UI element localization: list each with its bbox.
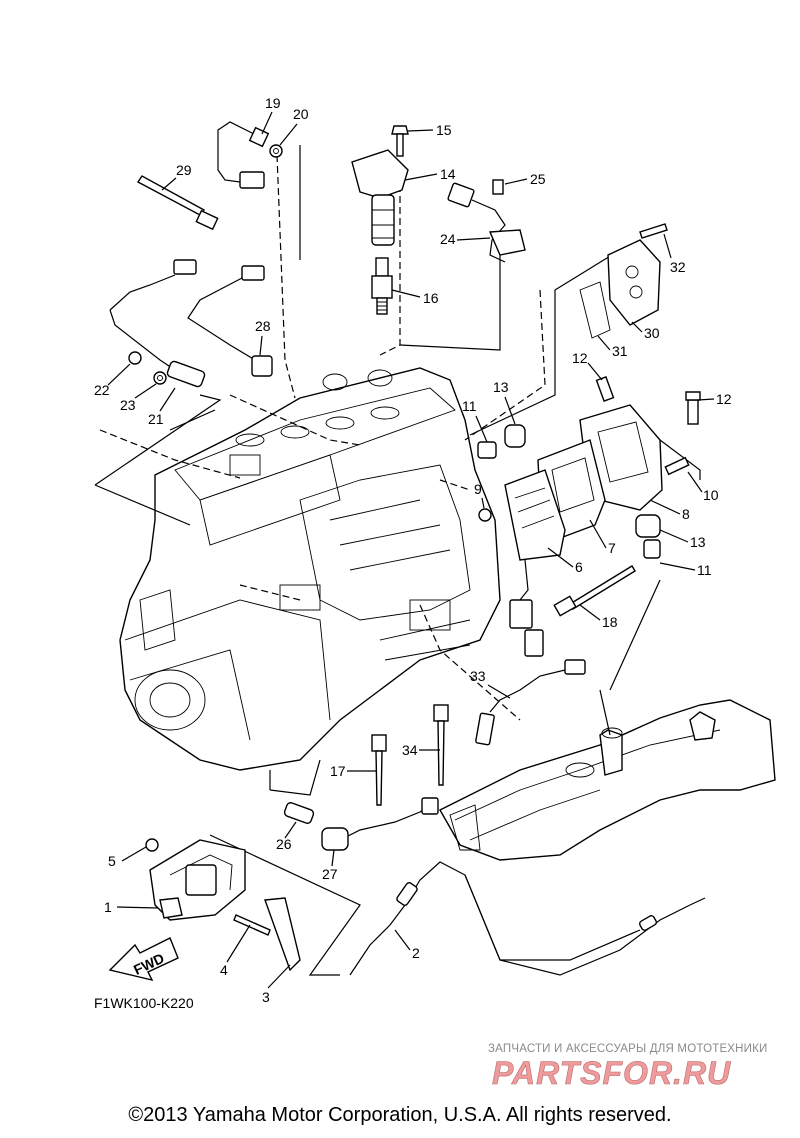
copyright-notice: ©2013 Yamaha Motor Corporation, U.S.A. A… (128, 1104, 672, 1126)
part-label-16: 16 (423, 290, 439, 306)
part-label-5: 5 (108, 853, 116, 869)
part-label-26: 26 (276, 836, 292, 852)
part-29-probe (136, 175, 219, 231)
part-label-14: 14 (440, 166, 456, 182)
part-label-32: 32 (670, 259, 686, 275)
part-label-11b: 11 (697, 562, 712, 578)
fwd-arrow: FWD (108, 937, 179, 982)
part-label-12a: 12 (572, 350, 588, 366)
part-label-33: 33 (470, 668, 486, 684)
part-21-sensor (109, 259, 206, 388)
part-label-18: 18 (602, 614, 618, 630)
part-label-34: 34 (402, 742, 418, 758)
part-6-ecu (478, 469, 566, 657)
part-label-11a: 11 (462, 398, 477, 414)
part-18-probe (553, 565, 636, 617)
diagram-code: F1WK100-K220 (94, 995, 194, 1011)
part-label-20: 20 (293, 106, 309, 122)
part-15-bolt (391, 125, 409, 157)
part-19-sensor (217, 121, 283, 189)
part-label-13a: 13 (493, 379, 509, 395)
part-label-3: 3 (262, 989, 270, 1005)
part-label-31: 31 (612, 343, 628, 359)
watermark-tagline: ЗАПЧАСТИ И АКСЕССУАРЫ ДЛЯ МОТОТЕХНИКИ (488, 1043, 768, 1055)
part-label-6: 6 (575, 559, 583, 575)
part-label-1: 1 (104, 899, 112, 915)
part-label-10: 10 (703, 487, 719, 503)
part-label-21: 21 (148, 411, 164, 427)
part-label-28: 28 (255, 318, 271, 334)
part-label-25: 25 (530, 171, 546, 187)
part-label-8: 8 (682, 506, 690, 522)
part-label-30: 30 (644, 325, 660, 341)
part-label-27: 27 (322, 866, 338, 882)
part-label-22: 22 (94, 382, 110, 398)
part-label-29: 29 (176, 162, 192, 178)
part-label-7: 7 (608, 540, 616, 556)
exhaust-pipe (439, 699, 776, 861)
part-26-sensor (283, 802, 315, 824)
part-label-4: 4 (220, 962, 228, 978)
part-27-harness (321, 797, 439, 851)
part-17-cable-tie (371, 734, 387, 806)
part-24-sensor (447, 179, 526, 263)
part-16-spark-plug (371, 257, 393, 315)
part-label-19: 19 (265, 95, 281, 111)
part-14-ignition-coil (351, 149, 409, 246)
part-label-12b: 12 (716, 391, 732, 407)
part-28-sensor (187, 265, 273, 377)
part-number-labels: 1 2 3 4 5 6 7 8 9 10 11 11 12 12 13 13 1… (94, 95, 732, 1005)
watermark-logo: PARTSFOR.RU (492, 1056, 731, 1090)
part-label-24: 24 (440, 231, 456, 247)
part-label-23: 23 (120, 397, 136, 413)
part-30-cover (579, 223, 668, 339)
engine-block (119, 367, 501, 771)
svg-text:PARTSFOR.RU: PARTSFOR.RU (492, 1056, 731, 1090)
part-2-cable (349, 861, 706, 976)
leader-lines (94, 145, 701, 976)
part-label-17: 17 (330, 763, 346, 779)
part-label-15: 15 (436, 122, 452, 138)
part-label-13b: 13 (690, 534, 706, 550)
part-34-cable-tie (433, 704, 449, 786)
part-33-sensor (475, 659, 586, 746)
part-label-9: 9 (474, 481, 482, 497)
part-label-2: 2 (412, 945, 420, 961)
